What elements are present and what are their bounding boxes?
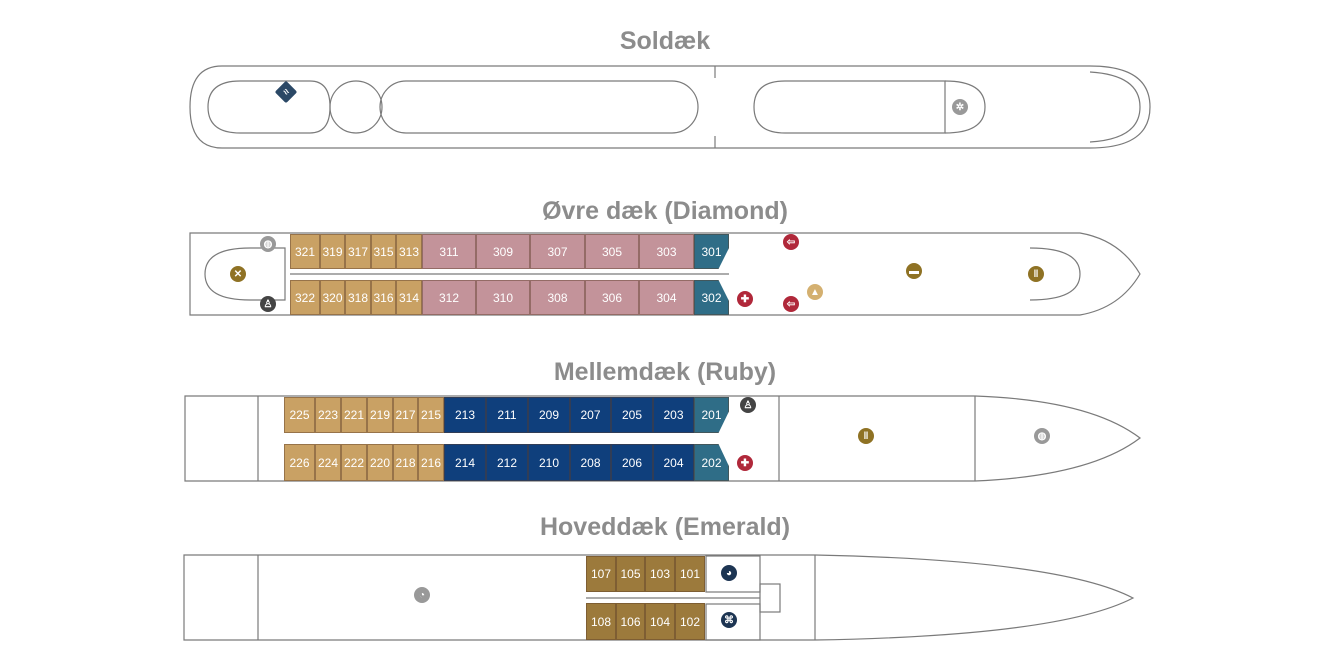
fitness-icon: ◍ [1034, 428, 1050, 444]
cabin-102[interactable]: 102 [675, 603, 705, 640]
cabin-210[interactable]: 210 [528, 444, 570, 481]
cabin-217[interactable]: 217 [393, 397, 418, 433]
wellness-icon: ⌘ [721, 612, 737, 628]
cabin-106[interactable]: 106 [616, 603, 645, 640]
cabin-218[interactable]: 218 [393, 444, 418, 481]
cabin-305[interactable]: 305 [585, 234, 639, 269]
deck-title-upper: Øvre dæk (Diamond) [542, 197, 788, 225]
exit-icon: ⇦ [783, 296, 799, 312]
deck-title-main: Hoveddæk (Emerald) [539, 513, 791, 541]
restaurant-icon: ‖ [858, 428, 874, 444]
cabin-223[interactable]: 223 [315, 397, 341, 433]
cabin-321[interactable]: 321 [290, 234, 320, 269]
cabin-320[interactable]: 320 [320, 280, 345, 315]
deck-title-sun: Soldæk [619, 27, 711, 55]
cabin-310[interactable]: 310 [476, 280, 530, 315]
cabin-307[interactable]: 307 [530, 234, 585, 269]
cabin-204[interactable]: 204 [653, 444, 694, 481]
cabin-315[interactable]: 315 [371, 234, 396, 269]
reception-icon: ▲ [807, 284, 823, 300]
fitness-icon: ◍ [260, 236, 276, 252]
cabin-316[interactable]: 316 [371, 280, 396, 315]
helm-icon: ✲ [952, 99, 968, 115]
cabin-309[interactable]: 309 [476, 234, 530, 269]
sun-deck-outline [189, 65, 1151, 149]
middle-deck-outline [184, 395, 1141, 482]
exit-icon: ⇦ [783, 234, 799, 250]
cabin-221[interactable]: 221 [341, 397, 367, 433]
cabin-318[interactable]: 318 [345, 280, 371, 315]
cabin-213[interactable]: 213 [444, 397, 486, 433]
cabin-311[interactable]: 311 [422, 234, 476, 269]
cabin-219[interactable]: 219 [367, 397, 393, 433]
cabin-215[interactable]: 215 [418, 397, 444, 433]
cabin-312[interactable]: 312 [422, 280, 476, 315]
cabin-105[interactable]: 105 [616, 556, 645, 592]
cabin-220[interactable]: 220 [367, 444, 393, 481]
lounge-icon: ▬ [906, 263, 922, 279]
cabin-225[interactable]: 225 [284, 397, 315, 433]
cabin-314[interactable]: 314 [396, 280, 422, 315]
spa-icon: ◔ [414, 587, 430, 603]
first-aid-icon: ✚ [737, 455, 753, 471]
cabin-203[interactable]: 203 [653, 397, 694, 433]
cabin-224[interactable]: 224 [315, 444, 341, 481]
cabin-214[interactable]: 214 [444, 444, 486, 481]
cabin-313[interactable]: 313 [396, 234, 422, 269]
reception-icon: ◕ [721, 565, 737, 581]
cabin-108[interactable]: 108 [586, 603, 616, 640]
cabin-205[interactable]: 205 [611, 397, 653, 433]
cabin-212[interactable]: 212 [486, 444, 528, 481]
restaurant-icon: ✕ [230, 266, 246, 282]
cabin-107[interactable]: 107 [586, 556, 616, 592]
cabin-207[interactable]: 207 [570, 397, 611, 433]
upper-deck-outline [189, 232, 1141, 316]
restaurant-icon: ‖ [1028, 266, 1044, 282]
cabin-209[interactable]: 209 [528, 397, 570, 433]
main-deck-outline [183, 554, 1135, 641]
cabin-304[interactable]: 304 [639, 280, 694, 315]
cabin-101[interactable]: 101 [675, 556, 705, 592]
cabin-222[interactable]: 222 [341, 444, 367, 481]
cabin-104[interactable]: 104 [645, 603, 675, 640]
restroom-icon: ♙ [260, 296, 276, 312]
cabin-226[interactable]: 226 [284, 444, 315, 481]
cabin-206[interactable]: 206 [611, 444, 653, 481]
cabin-216[interactable]: 216 [418, 444, 444, 481]
cabin-103[interactable]: 103 [645, 556, 675, 592]
first-aid-icon: ✚ [737, 291, 753, 307]
deck-title-middle: Mellemdæk (Ruby) [553, 358, 777, 386]
cabin-319[interactable]: 319 [320, 234, 345, 269]
cabin-303[interactable]: 303 [639, 234, 694, 269]
restroom-icon: ♙ [740, 397, 756, 413]
cabin-322[interactable]: 322 [290, 280, 320, 315]
cabin-317[interactable]: 317 [345, 234, 371, 269]
cabin-308[interactable]: 308 [530, 280, 585, 315]
cabin-306[interactable]: 306 [585, 280, 639, 315]
cabin-208[interactable]: 208 [570, 444, 611, 481]
sun-deck-pool [207, 80, 331, 134]
cabin-211[interactable]: 211 [486, 397, 528, 433]
